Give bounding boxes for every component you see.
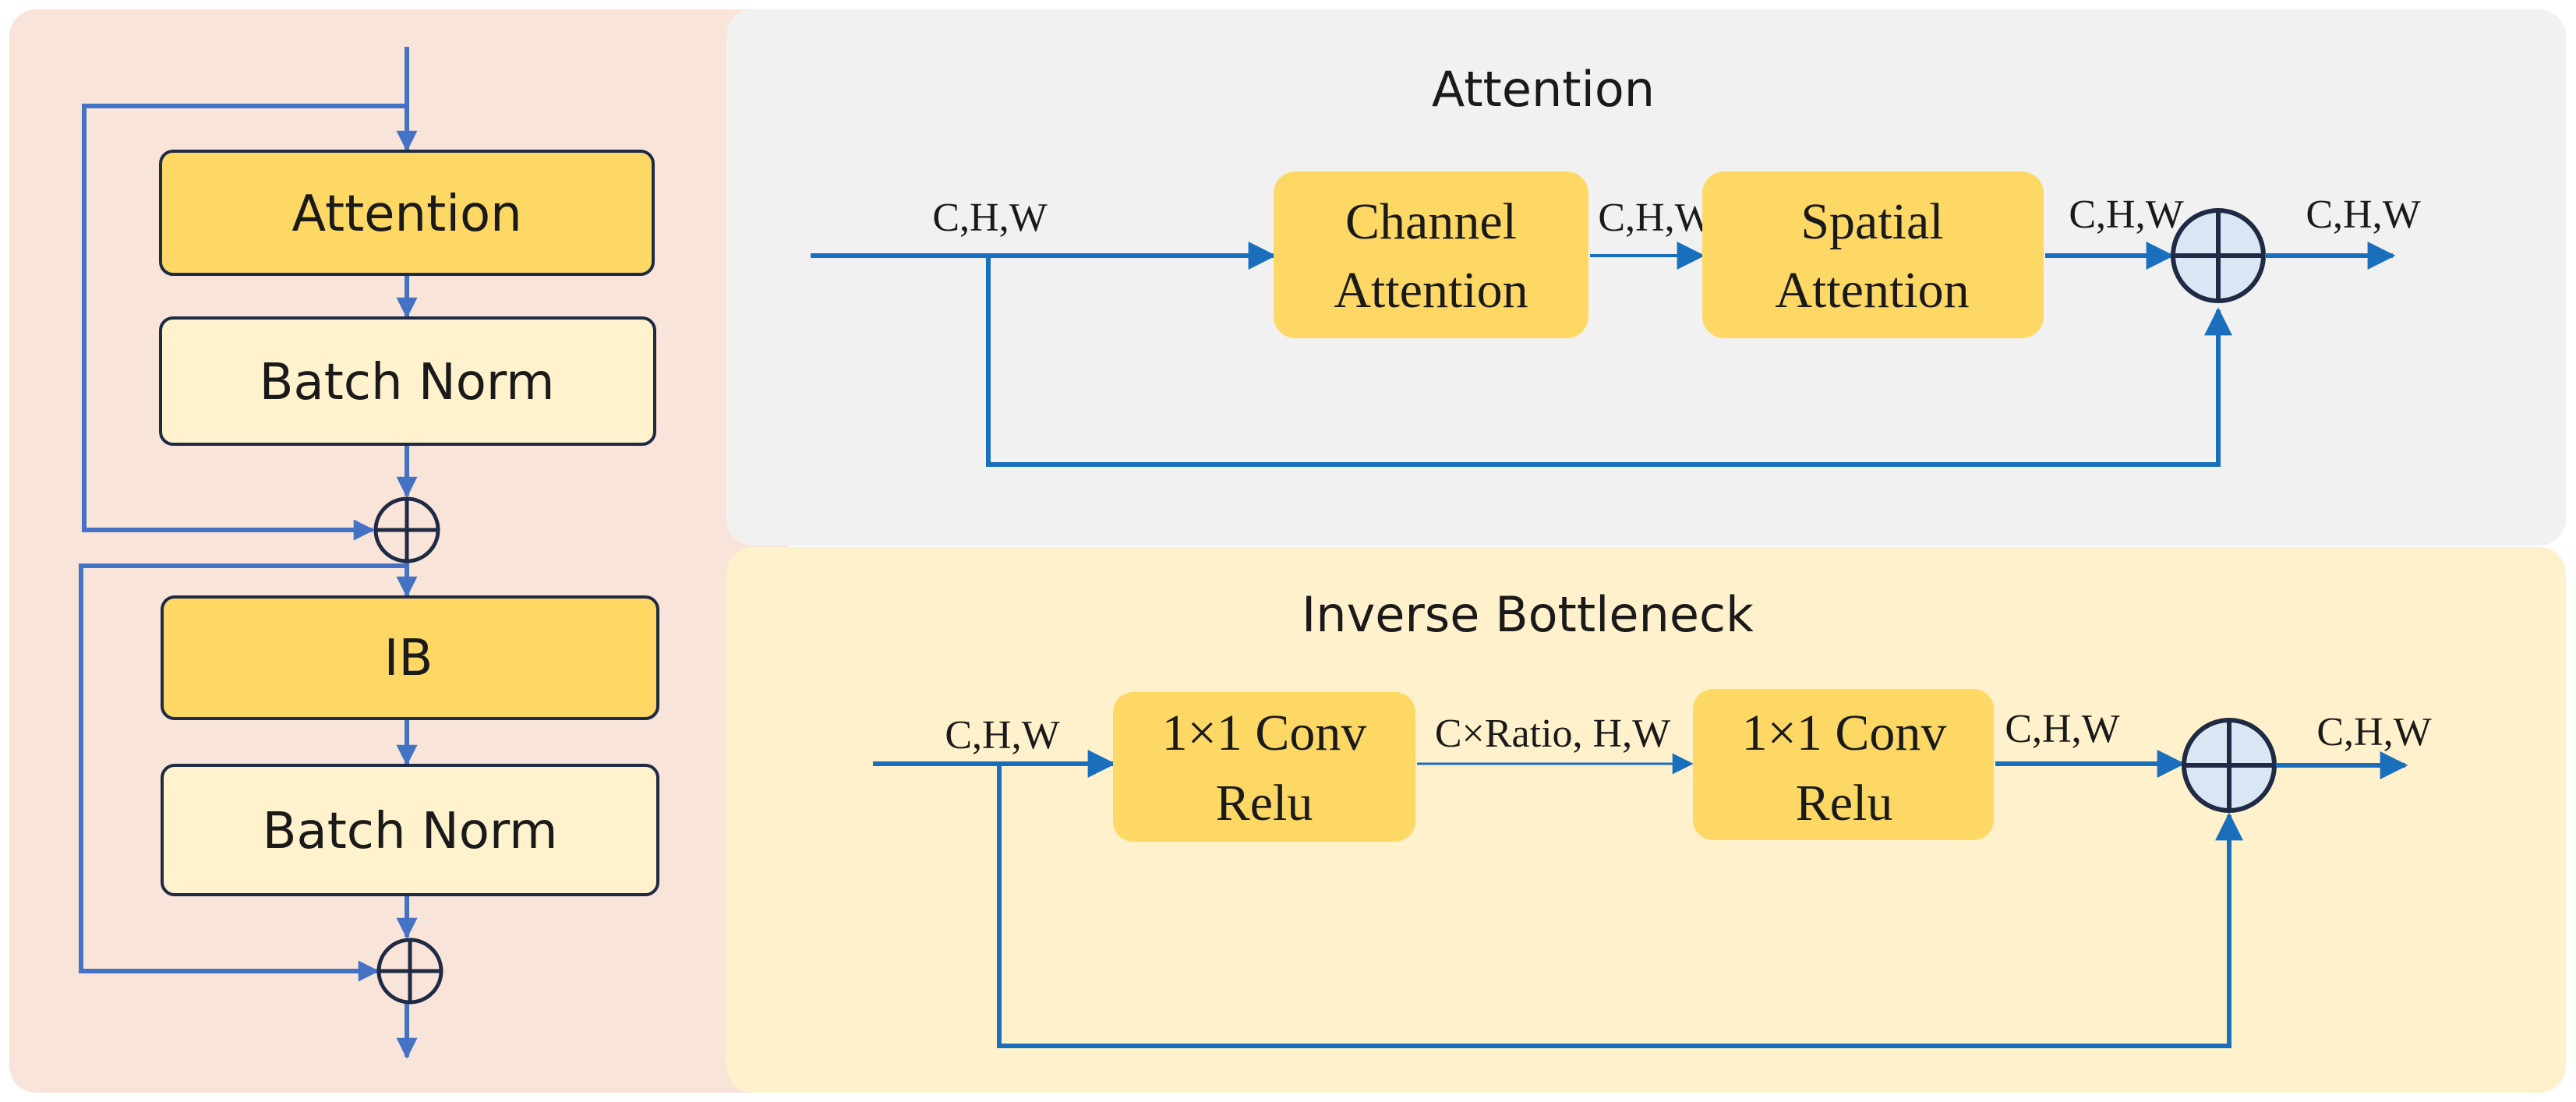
ib-block-label: IB [384,630,433,687]
batch-norm-label-2: Batch Norm [263,803,558,860]
attention-detail: Attention C,H,W Channel Attention C,H,W … [811,61,2421,467]
left-stack: Attention Batch Norm IB Batch Norm [79,47,659,1059]
spatial-attention-line2: Attention [1775,262,1969,319]
attention-mid-label: C,H,W [1598,196,1712,240]
conv1-line2: Relu [1216,775,1313,832]
attention-input-label: C,H,W [932,196,1047,240]
ib-output-label: C,H,W [2316,710,2431,754]
attention-pre-add-label: C,H,W [2069,192,2183,237]
ib-panel-title: Inverse Bottleneck [1302,586,1754,643]
channel-attention-line1: Channel [1345,193,1517,250]
attention-panel [726,9,2566,546]
ib-block [161,595,659,720]
conv1-line1: 1×1 Conv [1162,705,1367,761]
ib-panel [726,547,2566,1093]
skip-connection-1 [82,104,407,541]
add-node-1 [373,496,440,563]
ib-input-label: C,H,W [945,713,1059,758]
spatial-attention-line1: Spatial [1800,193,1943,250]
spatial-attention-block [1702,171,2044,338]
conv-relu-block-1 [1113,692,1415,842]
conv2-line1: 1×1 Conv [1742,705,1947,761]
attention-block [159,150,655,276]
attention-skip-path [986,256,2232,467]
add-node-2 [376,938,443,1005]
channel-attention-line2: Attention [1334,262,1528,319]
batch-norm-block-2 [161,764,659,896]
channel-attention-block [1274,171,1588,338]
attention-panel-title: Attention [1432,61,1655,118]
batch-norm-label-1: Batch Norm [260,354,555,411]
ib-add-node [2182,718,2277,813]
ib-detail: Inverse Bottleneck C,H,W 1×1 Conv Relu C… [873,586,2432,1048]
ib-mid-label: C×Ratio, H,W [1435,712,1670,756]
skip-connection-2 [79,563,407,982]
conv2-line2: Relu [1796,775,1893,832]
batch-norm-block-1 [159,316,656,446]
conv-relu-block-2 [1693,689,1994,840]
ib-skip-path [997,764,2243,1048]
attention-output-label: C,H,W [2306,192,2420,237]
ib-pre-add-label: C,H,W [2005,707,2119,751]
attention-block-label: Attention [292,185,521,243]
attention-add-node [2171,208,2266,303]
